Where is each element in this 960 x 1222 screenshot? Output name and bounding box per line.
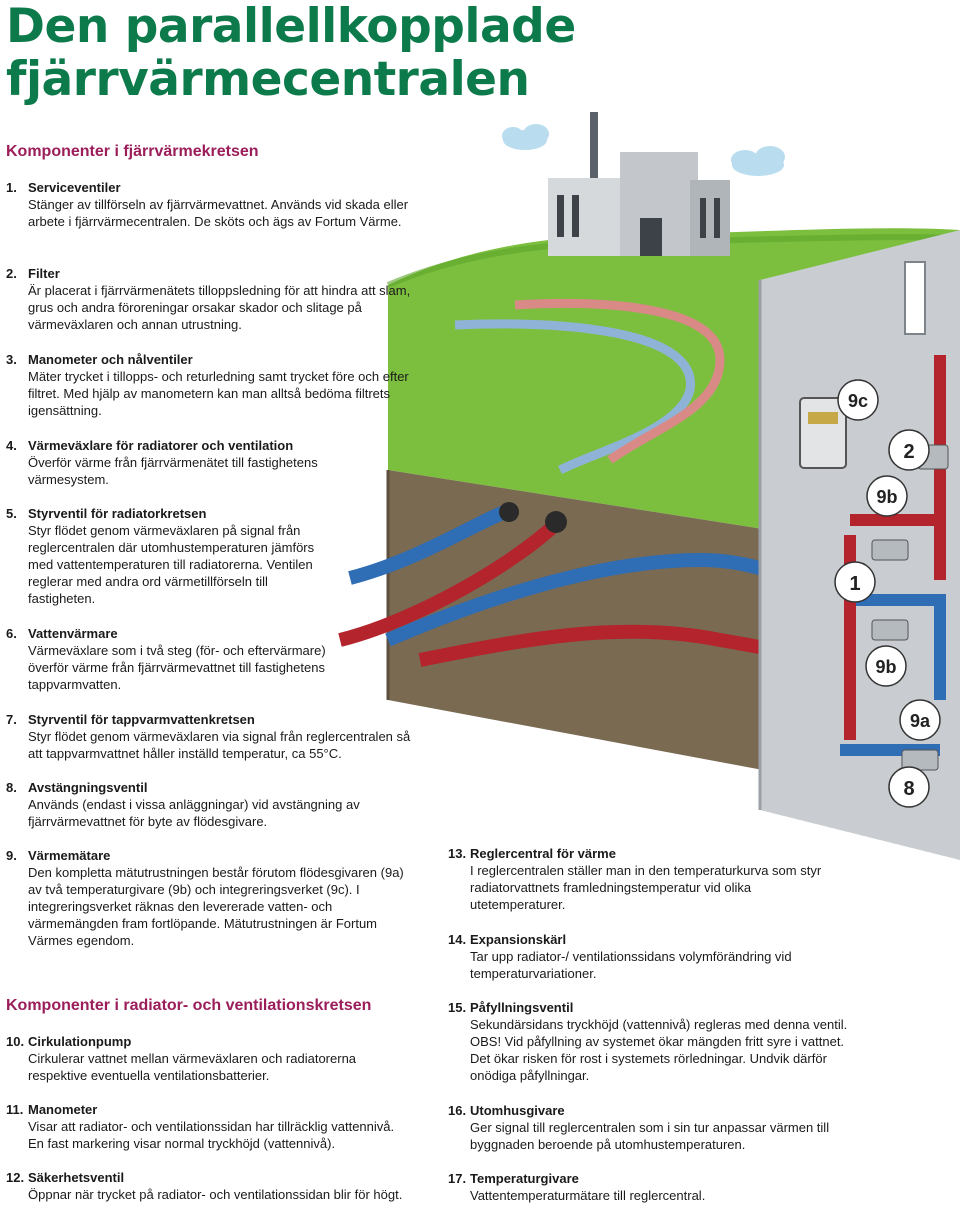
return-pipe — [348, 503, 862, 647]
list-item: 17.Temperaturgivare Vattentemperaturmäta… — [448, 1170, 848, 1204]
control-components-list: 13.Reglercentral för värme I reglercentr… — [448, 845, 848, 1204]
list-item: 5.Styrventil för radiatorkretsen Styr fl… — [6, 505, 416, 625]
building-wall — [760, 230, 960, 860]
page-title: Den parallellkopplade fjärrvärmecentrale… — [6, 0, 576, 107]
list-item: 10.Cirkulationpump Cirkulerar vattnet me… — [6, 1033, 406, 1101]
item-title: Expansionskärl — [470, 932, 567, 947]
item-description: Sekundärsidans tryckhöjd (vattennivå) re… — [470, 1017, 848, 1083]
section-heading-district-heating: Komponenter i fjärrvärmekretsen — [6, 143, 259, 160]
list-item: 15.Påfyllningsventil Sekundärsidans tryc… — [448, 1000, 848, 1083]
item-title: Vattenvärmare — [28, 626, 118, 641]
callout-8: 8 — [903, 778, 914, 800]
item-title: Värmeväxlare för radiatorer och ventilat… — [28, 438, 294, 453]
item-description: Vattentemperaturmätare till reglercentra… — [470, 1188, 706, 1203]
list-item: 4.Värmeväxlare för radiatorer och ventil… — [6, 437, 416, 505]
callout-9a: 9a — [910, 711, 931, 731]
list-item: 3.Manometer och nålventiler Mäter trycke… — [6, 351, 416, 437]
list-item: 8.Avstängningsventil Används (endast i v… — [6, 779, 416, 847]
item-description: Tar upp radiator-/ ventilationssidans vo… — [470, 949, 792, 981]
callout-2: 2 — [903, 441, 914, 463]
cloud-icon — [731, 146, 785, 176]
radiator-components-list: 10.Cirkulationpump Cirkulerar vattnet me… — [6, 1033, 406, 1203]
soil-block — [388, 470, 960, 790]
item-description: Är placerat i fjärrvärmenätets tilloppsl… — [28, 283, 411, 332]
valve-icon — [871, 444, 949, 771]
district-heating-components-list: 1.Serviceventiler Stänger av tillförseln… — [6, 179, 416, 949]
item-title: Reglercentral för värme — [470, 846, 616, 861]
item-title: Temperaturgivare — [470, 1171, 579, 1186]
callout-9c: 9c — [848, 391, 868, 411]
section-heading-radiator-ventilation: Komponenter i radiator- och ventilations… — [6, 997, 372, 1014]
list-item: 11.Manometer Visar att radiator- och ven… — [6, 1101, 406, 1169]
item-title: Säkerhetsventil — [28, 1170, 125, 1185]
item-title: Manometer och nålventiler — [28, 352, 193, 367]
item-title: Styrventil för tappvarmvattenkretsen — [28, 712, 255, 727]
list-item: 2.Filter Är placerat i fjärrvärmenätets … — [6, 265, 416, 351]
item-description: Styr flödet genom värmeväxlaren via sign… — [28, 729, 411, 761]
item-description: Värmeväxlare som i två steg (för- och ef… — [28, 643, 326, 692]
list-item: 6.Vattenvärmare Värmeväxlare som i två s… — [6, 625, 416, 711]
item-title: Värmemätare — [28, 848, 111, 863]
item-title: Serviceventiler — [28, 180, 121, 195]
list-item: 9.Värmemätare Den kompletta mätutrustnin… — [6, 847, 416, 949]
list-item: 7.Styrventil för tappvarmvattenkretsen S… — [6, 711, 416, 779]
callout-1: 1 — [849, 573, 860, 595]
list-item: 16.Utomhusgivare Ger signal till reglerc… — [448, 1102, 848, 1170]
list-item: 14.Expansionskärl Tar upp radiator-/ ven… — [448, 931, 848, 999]
item-description: Styr flödet genom värmeväxlaren på signa… — [28, 523, 315, 606]
grass-hill — [388, 228, 960, 560]
item-description: Används (endast i vissa anläggningar) vi… — [28, 797, 360, 829]
supply-pipe — [338, 515, 861, 672]
item-description: Ger signal till reglercentralen som i si… — [470, 1120, 830, 1152]
item-title: Styrventil för radiatorkretsen — [28, 506, 207, 521]
list-item: 1.Serviceventiler Stänger av tillförseln… — [6, 179, 416, 265]
cloud-icon — [502, 124, 549, 150]
item-description: Öppnar när trycket på radiator- och vent… — [28, 1187, 403, 1202]
item-description: Stänger av tillförseln av fjärrvärmevatt… — [28, 197, 409, 229]
item-title: Utomhusgivare — [470, 1103, 565, 1118]
callout-9b-bottom: 9b — [875, 657, 896, 677]
item-description: Cirkulerar vattnet mellan värmeväxlaren … — [28, 1051, 357, 1083]
item-description: Överför värme från fjärrvärmenätet till … — [28, 455, 318, 487]
callout-9b-top: 9b — [876, 487, 897, 507]
item-description: Visar att radiator- och ventilationssida… — [28, 1119, 395, 1151]
list-item: 13.Reglercentral för värme I reglercentr… — [448, 845, 848, 931]
item-description: Den kompletta mätutrustningen består för… — [28, 865, 404, 948]
item-title: Avstängningsventil — [28, 780, 148, 795]
item-title: Påfyllningsventil — [470, 1000, 574, 1015]
list-item: 12.Säkerhetsventil Öppnar när trycket på… — [6, 1169, 406, 1203]
heat-meter-icon — [799, 397, 847, 469]
item-title: Cirkulationpump — [28, 1034, 132, 1049]
power-plant-icon — [548, 112, 730, 256]
item-title: Manometer — [28, 1102, 98, 1117]
item-description: I reglercentralen ställer man in den tem… — [470, 863, 822, 912]
item-title: Filter — [28, 266, 60, 281]
item-description: Mäter trycket i tillopps- och returledni… — [28, 369, 409, 418]
